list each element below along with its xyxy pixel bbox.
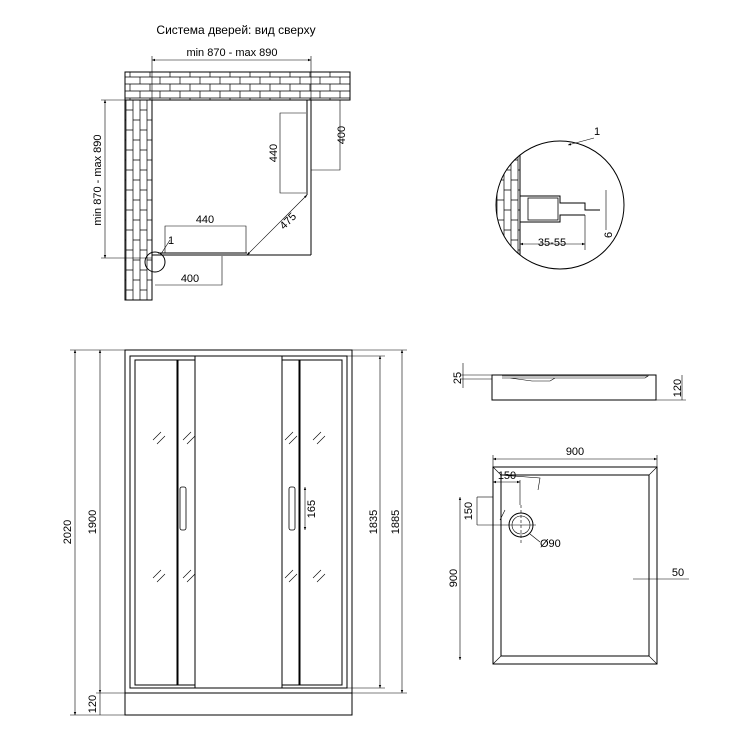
left-handle — [179, 486, 187, 531]
detail-view: 35-55 6 1 — [495, 126, 625, 270]
door-height-dim: 1835 — [368, 510, 380, 534]
drain-x-dim: 150 — [498, 470, 516, 482]
detail-callout: 1 — [168, 235, 174, 247]
detail-label: 1 — [594, 126, 600, 138]
depth-dim: min 870 - max 890 — [92, 134, 104, 225]
drain-y-dim: 150 — [463, 502, 475, 520]
tray-side-view: 25 120 — [452, 363, 686, 401]
handle-dim: 165 — [306, 500, 318, 518]
tray-width-dim: 900 — [566, 446, 584, 458]
tray-height-dim: 120 — [672, 379, 684, 397]
right-handle — [288, 486, 296, 531]
rim-dim: 50 — [672, 567, 684, 579]
front-view: 165 2020 1900 120 1835 1885 — [62, 349, 407, 716]
top-view-title: Система дверей: вид сверху — [156, 23, 315, 37]
width-dim: min 870 - max 890 — [186, 47, 277, 59]
total-height-dim: 2020 — [62, 520, 74, 544]
enclosure-height-dim: 1900 — [87, 510, 99, 534]
front-door-dim: 440 — [196, 214, 214, 226]
top-view: Система дверей: вид сверху 475 min 870 -… — [92, 23, 351, 301]
tray-depth-dim: 900 — [448, 569, 460, 587]
drain-diameter-dim: Ø90 — [540, 538, 561, 550]
range-dim: 35-55 — [538, 237, 566, 249]
tray-top-view: Ø90 900 150 150 900 50 — [448, 446, 689, 665]
gap-dim: 6 — [603, 232, 615, 238]
side-door-dim: 440 — [268, 144, 280, 162]
diagonal-dim: 475 — [278, 211, 299, 232]
back-wall — [124, 71, 351, 101]
frame-height-dim: 1885 — [390, 510, 402, 534]
front-fixed-dim: 400 — [181, 273, 199, 285]
tray-lip-dim: 25 — [452, 372, 464, 384]
side-wall — [124, 99, 153, 301]
base-height-dim: 120 — [87, 695, 99, 713]
side-fixed-dim: 400 — [336, 126, 348, 144]
